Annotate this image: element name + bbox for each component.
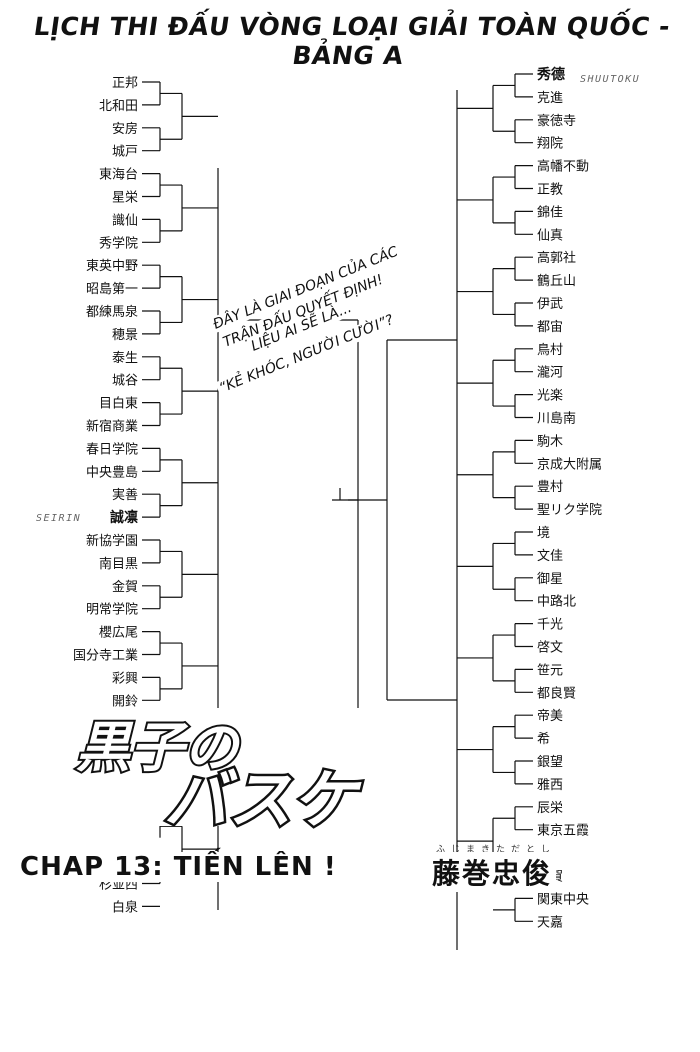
right-team-name: 錦佳	[537, 204, 563, 220]
left-team-name: 国分寺工業	[73, 648, 138, 664]
right-team-name: 高郭社	[537, 250, 576, 266]
right-team-name: 聖リク学院	[537, 502, 602, 518]
left-team-name: 城戸	[112, 145, 138, 160]
right-team-name: 天嘉	[537, 915, 563, 930]
logo-bottom-text: バスケ	[164, 764, 362, 830]
left-team-name: 金賀	[112, 579, 138, 595]
right-team-name: 秀德	[536, 66, 565, 83]
right-team-name: 雅西	[537, 778, 563, 793]
right-team-name: 御星	[537, 572, 563, 587]
series-logo: 黒子の バスケ	[68, 708, 428, 830]
left-team-name: 穂景	[112, 328, 138, 343]
right-team-name: 克進	[537, 91, 563, 106]
right-team-name: 辰栄	[537, 801, 563, 816]
left-team-name: 秀学院	[99, 235, 138, 251]
left-team-name: 安房	[112, 121, 138, 137]
right-team-name: 豊村	[537, 480, 563, 495]
right-team-name: 関東中央	[537, 891, 589, 907]
right-team-name: 啓文	[537, 641, 563, 656]
right-team-name: 千光	[537, 618, 563, 633]
left-team-name: 昭島第一	[86, 282, 138, 297]
left-team-name: 新宿商業	[86, 419, 138, 435]
right-team-name: 中路北	[537, 594, 576, 610]
left-team-name: 新協学園	[86, 533, 138, 549]
right-team-name: 都宙	[537, 320, 563, 335]
left-team-name: 城谷	[112, 374, 138, 389]
left-team-name: 明常学院	[86, 602, 138, 618]
author-ruby: ふじまきただとし	[436, 845, 557, 855]
left-team-name: 南目黒	[99, 556, 138, 572]
right-team-name: 鶴丘山	[537, 273, 576, 289]
right-team-name: 豪徳寺	[537, 113, 576, 129]
left-team-name: 星栄	[112, 191, 138, 206]
left-team-name: 春日学院	[86, 441, 138, 457]
right-team-name: 銀望	[537, 754, 563, 770]
right-team-name: 翔院	[537, 137, 563, 152]
right-team-name: 光楽	[537, 388, 563, 404]
right-team-name: 駒木	[537, 434, 563, 449]
left-team-name: 東英中野	[86, 258, 138, 274]
right-team-name: 文佳	[537, 549, 563, 564]
right-team-name: 境	[537, 526, 550, 541]
right-team-name: 笹元	[537, 662, 563, 678]
right-school-tag: SHUUTOKU	[580, 74, 640, 85]
left-team-name: 白泉	[112, 899, 138, 915]
right-team-name: 高幡不動	[537, 159, 589, 175]
right-team-name: 鳥村	[537, 343, 563, 358]
left-team-name: 北和田	[99, 99, 138, 114]
left-team-name: 正邦	[112, 76, 138, 91]
right-team-name: 帝美	[537, 708, 563, 724]
chapter-title: CHAP 13: TIẾN LÊN !	[14, 852, 343, 882]
right-team-name: 京成大附属	[537, 457, 602, 472]
left-team-name: 識仙	[112, 213, 138, 228]
right-team-name: 川島南	[537, 411, 576, 427]
left-team-name: 都練馬泉	[86, 304, 138, 320]
right-team-name: 伊武	[537, 297, 563, 312]
left-team-name: 東海台	[99, 167, 138, 183]
left-team-name: 実善	[112, 487, 138, 503]
left-team-name: 誠凛	[110, 509, 138, 526]
right-team-name: 正教	[537, 182, 563, 198]
right-team-name: 東京五霞	[537, 823, 589, 839]
author-name: 藤巻忠俊	[428, 852, 557, 892]
speech-bubble: ĐÂY LÀ GIAI ĐOẠN CỦA CÁC TRẬN ĐẤU QUYẾT …	[198, 222, 458, 398]
left-team-name: 櫻広尾	[99, 626, 138, 641]
right-team-name: 希	[537, 732, 550, 747]
left-team-name: 中央豊島	[86, 465, 138, 480]
left-team-name: 開鈴	[112, 694, 138, 709]
right-team-name: 仙真	[537, 228, 563, 243]
left-team-name: 泰生	[112, 351, 138, 366]
logo-top-text: 黒子の	[76, 715, 241, 779]
left-team-name: 彩興	[112, 671, 138, 686]
left-school-tag: SEIRIN	[36, 513, 81, 524]
left-team-name: 目白東	[99, 396, 138, 412]
right-team-name: 都良賢	[537, 685, 576, 701]
right-team-name: 瀧河	[537, 366, 563, 381]
